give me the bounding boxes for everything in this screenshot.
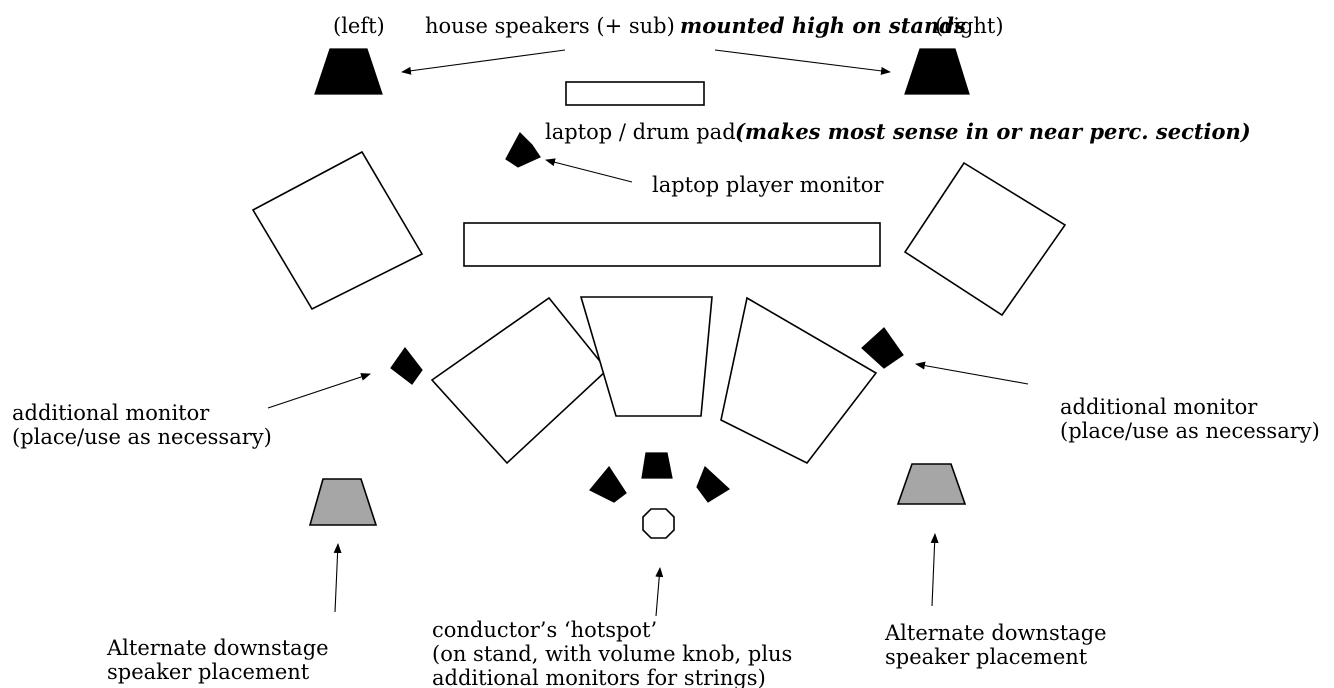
label-laptop-monitor: laptop player monitor [652,173,884,197]
arrow-house-left [401,49,566,75]
conductor-hotspot [642,508,675,539]
laptop-player-monitor [505,132,541,168]
label-monitor-left-2: (place/use as necessary) [12,425,272,449]
label-monitor-right-1: additional monitor [1060,395,1258,419]
label-alt-left-1: Alternate downstage [106,636,329,660]
label-right: (right) [935,14,1004,38]
label-left: (left) [333,14,385,38]
arrow-laptop-monitor [545,158,633,183]
label-alt-right-1: Alternate downstage [884,621,1107,645]
conductor-monitor-left [589,465,627,503]
section-lower-left [430,296,609,465]
label-hotspot-1: conductor’s ‘hotspot’ [432,618,657,642]
label-house-speakers: house speakers (+ sub) [425,14,675,38]
arrow-monitor-left [267,373,371,409]
arrow-house-right [714,49,891,75]
alt-speaker-right [896,463,967,505]
section-upper-left [251,150,424,311]
section-lower-center [579,296,713,417]
label-monitor-right-2: (place/use as necessary) [1060,419,1320,443]
label-mounted-high: mounted high on stands [680,13,966,38]
label-alt-left-2: speaker placement [107,660,310,684]
label-hotspot-3: additional monitors for strings) [432,666,766,688]
section-upper-right [903,161,1067,317]
conductor-monitor-right [696,465,730,503]
label-alt-right-2: speaker placement [885,645,1088,669]
label-laptop-pad-note: (makes most sense in or near perc. secti… [735,119,1251,144]
laptop-table [565,81,705,106]
section-lower-right [720,296,878,465]
label-monitor-left-1: additional monitor [12,401,210,425]
additional-monitor-right [861,327,904,369]
arrow-monitor-right [915,361,1029,385]
arrow-alt-right [930,533,939,607]
house-speaker-left [314,48,383,95]
arrow-alt-left [333,543,342,613]
center-riser [463,222,881,267]
additional-monitor-left [390,346,423,385]
label-hotspot-2: (on stand, with volume knob, plus [432,642,792,666]
house-speaker-right [904,48,970,95]
alt-speaker-left [308,478,378,526]
conductor-monitor-center [641,452,673,479]
label-laptop-pad: laptop / drum pad [545,120,736,144]
arrow-hotspot [655,567,664,617]
